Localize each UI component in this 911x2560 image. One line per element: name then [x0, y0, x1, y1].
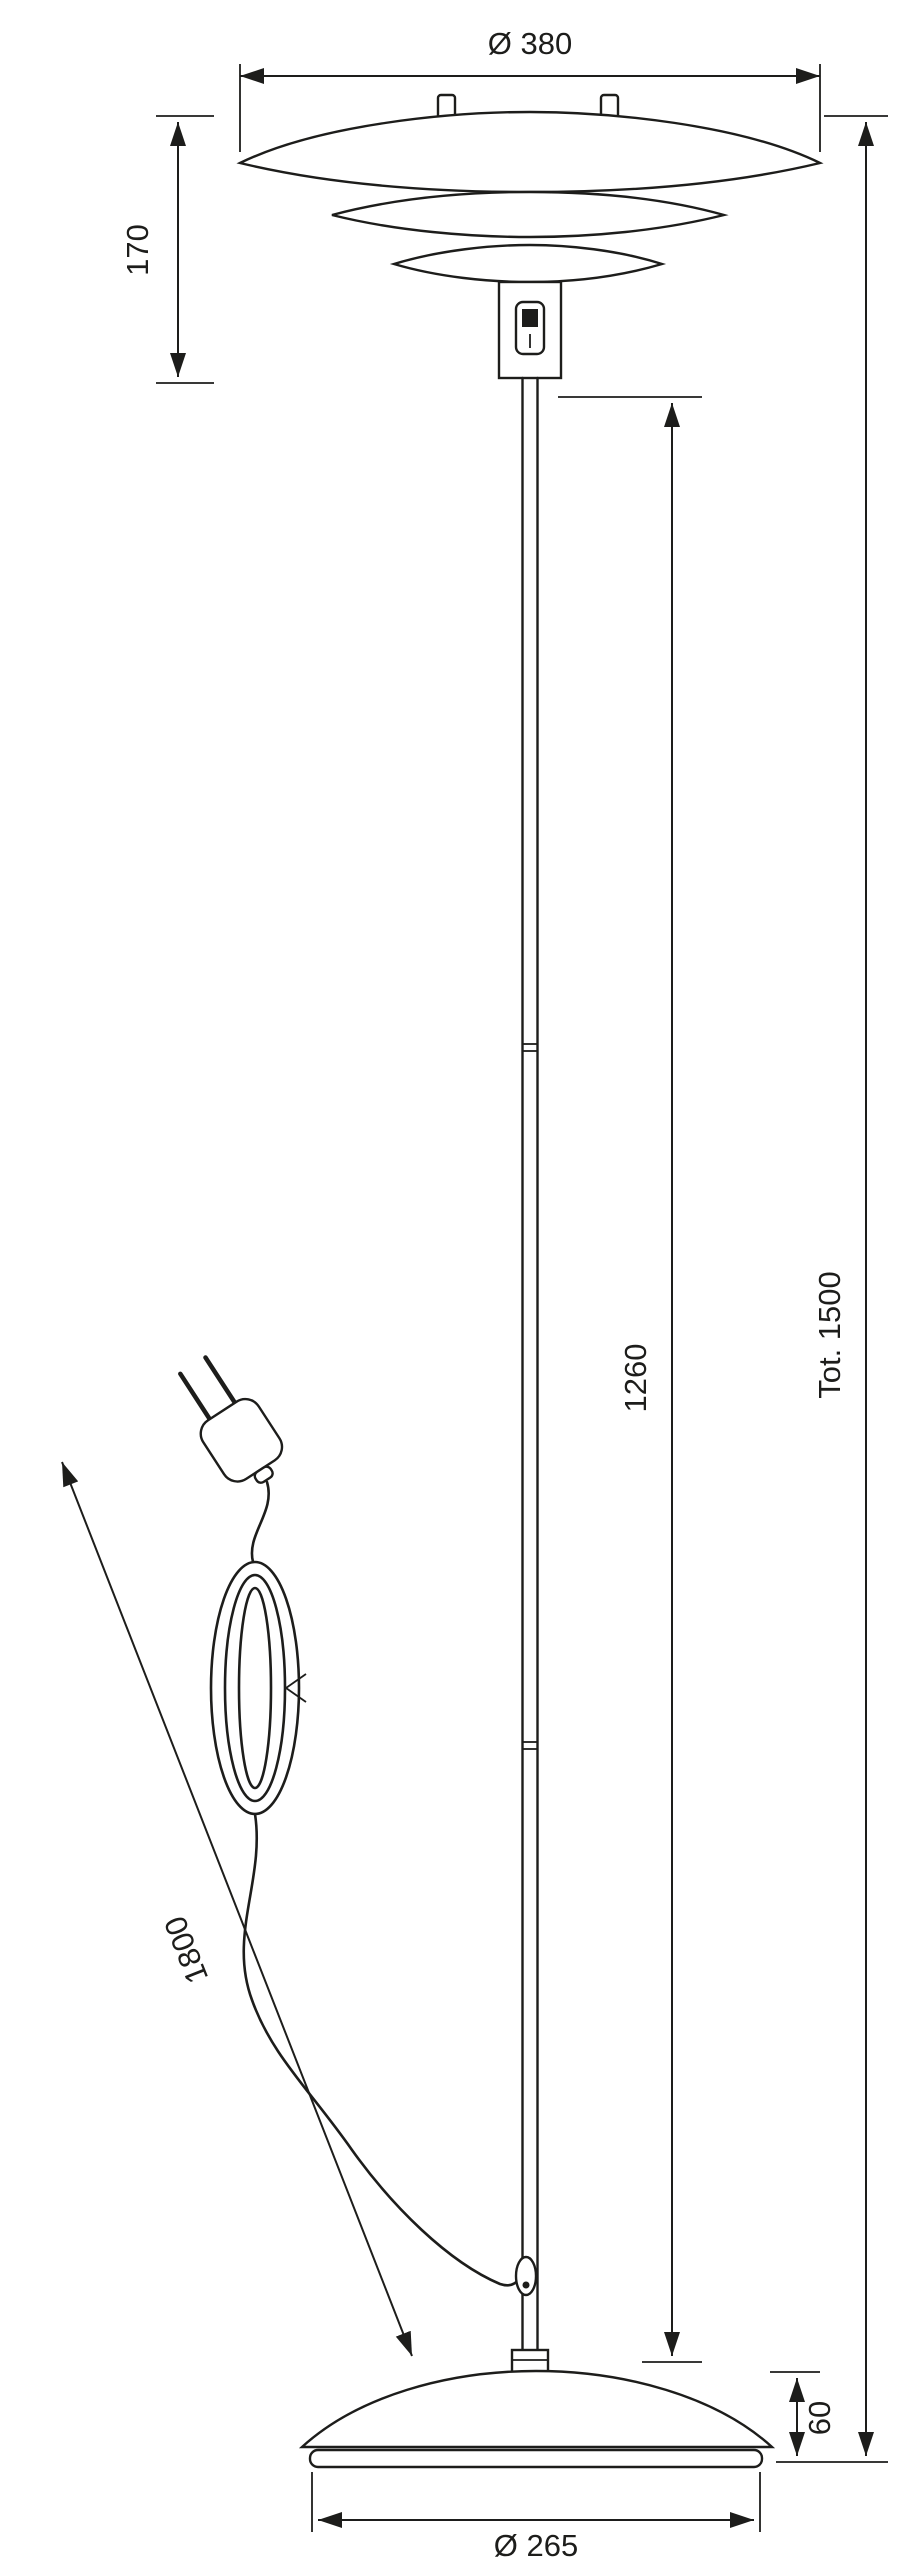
dim-label-shade-diameter: Ø 380	[488, 26, 572, 61]
lamp-shade	[236, 110, 824, 284]
dim-label-cord-length: 1800	[157, 1911, 215, 1988]
power-switch[interactable]	[514, 300, 546, 356]
dim-pole-height: 1260	[558, 396, 702, 2363]
cord-upper-segment	[250, 1480, 270, 1564]
shade-middle-tier	[331, 190, 729, 239]
lamp-base	[298, 2348, 776, 2469]
switch-toggle[interactable]	[522, 309, 538, 327]
switch-housing	[497, 280, 563, 380]
dim-shade-height: 170	[120, 115, 214, 384]
shade-top-tier	[236, 110, 824, 194]
base-dome	[298, 2369, 776, 2449]
inlet-pin	[522, 2281, 530, 2289]
dim-label-pole-height: 1260	[618, 1344, 653, 1413]
lamp-drawing	[178, 93, 824, 2469]
base-collar	[510, 2348, 550, 2374]
plug-pin-right	[203, 1355, 240, 1409]
dim-label-shade-height: 170	[120, 224, 155, 276]
dim-base-diameter: Ø 265	[311, 2472, 761, 2560]
pole-joint-upper	[522, 1043, 538, 1052]
power-plug	[178, 1355, 284, 1484]
dim-label-total-height: Tot. 1500	[812, 1271, 847, 1399]
dim-total-height: Tot. 1500	[776, 115, 888, 2463]
power-cord	[178, 1355, 523, 2287]
cord-lower-segment	[242, 1812, 523, 2287]
dim-shade-diameter: Ø 380	[239, 26, 821, 152]
dim-base-height: 60	[770, 2371, 837, 2456]
cord-tie	[285, 1673, 307, 1703]
pole-joint-lower	[522, 1741, 538, 1750]
dimension-annotations: Ø 380 170 1260 Tot. 1500 1800	[61, 26, 888, 2560]
lamp-pole	[521, 376, 539, 2354]
inlet-slot	[514, 2255, 538, 2297]
cord-inlet	[514, 2255, 538, 2297]
plug-body	[199, 1397, 284, 1483]
dim-label-base-diameter: Ø 265	[494, 2528, 578, 2560]
housing-body	[497, 280, 563, 380]
cord-coil	[209, 1560, 307, 1816]
base-plate	[308, 2448, 764, 2469]
dim-label-base-height: 60	[802, 2401, 837, 2435]
plug-pin-left	[178, 1371, 215, 1425]
shade-bottom-tier	[389, 243, 667, 284]
